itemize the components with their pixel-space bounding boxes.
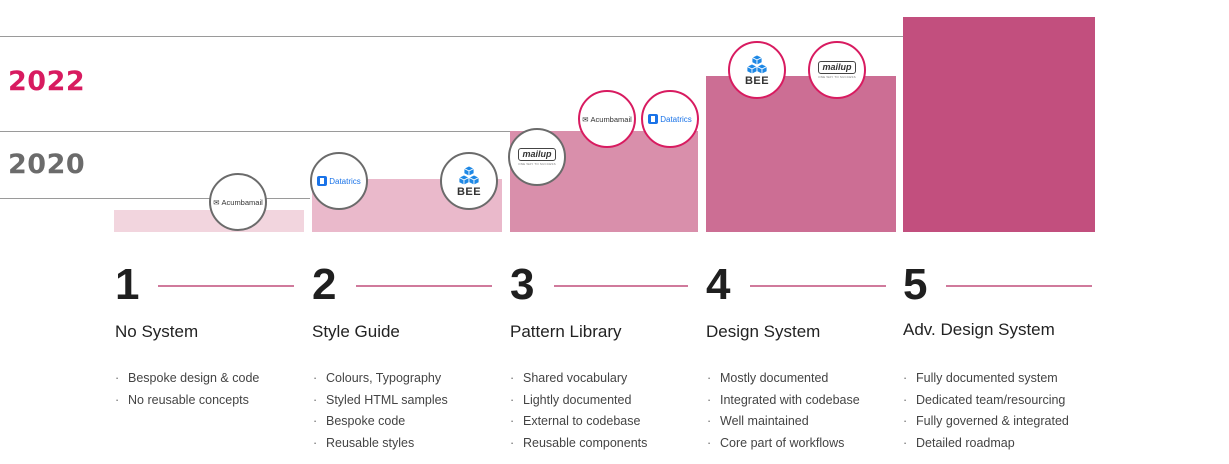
datatrics-icon [648, 114, 659, 124]
envelope-icon: ✉ [213, 197, 220, 207]
stage-5-bar [903, 17, 1095, 232]
list-item: Fully documented system [903, 368, 1069, 390]
datatrics-text: Datatrics [660, 114, 692, 124]
mailup-text: mailup [518, 148, 556, 161]
datatrics-logo-2020: Datatrics [310, 152, 368, 210]
acumbamail-text: Acumbamail [590, 114, 632, 124]
year-2020-line [0, 198, 310, 199]
list-item: Lightly documented [510, 390, 647, 412]
year-2020-label: 2020 [8, 149, 86, 180]
stage-3-number: 3 [510, 260, 535, 309]
bee-cubes-icon [746, 54, 768, 75]
list-item: Bespoke code [313, 411, 448, 433]
stage-1-title: No System [115, 322, 199, 341]
stage-4-connector [750, 285, 886, 287]
stage-1-bullets: Bespoke design & code No reusable concep… [115, 368, 259, 411]
list-item: Core part of workflows [707, 433, 860, 455]
stage-2-title: Style Guide [312, 322, 400, 341]
stage-2-bullets: Colours, Typography Styled HTML samples … [313, 368, 448, 454]
stage-5-connector [946, 285, 1092, 287]
bee-cubes-icon [458, 165, 480, 186]
mailup-tagline: ONE WAY TO SUCCESS [818, 75, 856, 79]
list-item: Well maintained [707, 411, 860, 433]
list-item: Reusable styles [313, 433, 448, 455]
list-item: Mostly documented [707, 368, 860, 390]
stage-4-title: Design System [706, 322, 821, 341]
stage-1-bar [114, 210, 304, 232]
stage-4-bullets: Mostly documented Integrated with codeba… [707, 368, 860, 454]
bee-text: BEE [456, 185, 482, 198]
list-item: Integrated with codebase [707, 390, 860, 412]
mailup-text: mailup [818, 61, 856, 74]
stage-3-title: Pattern Library [510, 322, 622, 341]
stage-1-connector [158, 285, 294, 287]
stage-2-number: 2 [312, 260, 337, 309]
stage-3-bullets: Shared vocabulary Lightly documented Ext… [510, 368, 647, 454]
datatrics-icon [317, 176, 328, 186]
list-item: External to codebase [510, 411, 647, 433]
stage-2-connector [356, 285, 492, 287]
datatrics-text: Datatrics [329, 176, 361, 186]
datatrics-logo-2022: Datatrics [641, 90, 699, 148]
list-item: No reusable concepts [115, 390, 259, 412]
acumbamail-logo-2022: ✉Acumbamail [578, 90, 636, 148]
list-item: Reusable components [510, 433, 647, 455]
stage-4-bar [706, 76, 896, 232]
stage-1-number: 1 [115, 260, 140, 309]
bee-logo-2022: BEE [728, 41, 786, 99]
list-item: Shared vocabulary [510, 368, 647, 390]
stage-4-number: 4 [706, 260, 731, 309]
acumbamail-logo-2020: ✉Acumbamail [209, 173, 267, 231]
year-2022-line [0, 131, 510, 132]
list-item: Styled HTML samples [313, 390, 448, 412]
bee-text: BEE [744, 74, 770, 87]
year-2022-label: 2022 [8, 66, 86, 97]
mailup-tagline: ONE WAY TO SUCCESS [518, 162, 556, 166]
list-item: Bespoke design & code [115, 368, 259, 390]
bee-logo-2020: BEE [440, 152, 498, 210]
stage-3-connector [554, 285, 688, 287]
envelope-icon: ✉ [582, 114, 589, 124]
list-item: Fully governed & integrated [903, 411, 1069, 433]
list-item: Dedicated team/resourcing [903, 390, 1069, 412]
stage-5-number: 5 [903, 260, 928, 309]
acumbamail-text: Acumbamail [221, 197, 263, 207]
mailup-logo-2020: mailup ONE WAY TO SUCCESS [508, 128, 566, 186]
stage-5-title: Adv. Design System [903, 320, 1055, 339]
list-item: Colours, Typography [313, 368, 448, 390]
mailup-logo-2022: mailup ONE WAY TO SUCCESS [808, 41, 866, 99]
stage-5-bullets: Fully documented system Dedicated team/r… [903, 368, 1069, 454]
list-item: Detailed roadmap [903, 433, 1069, 455]
top-line [0, 36, 1095, 37]
